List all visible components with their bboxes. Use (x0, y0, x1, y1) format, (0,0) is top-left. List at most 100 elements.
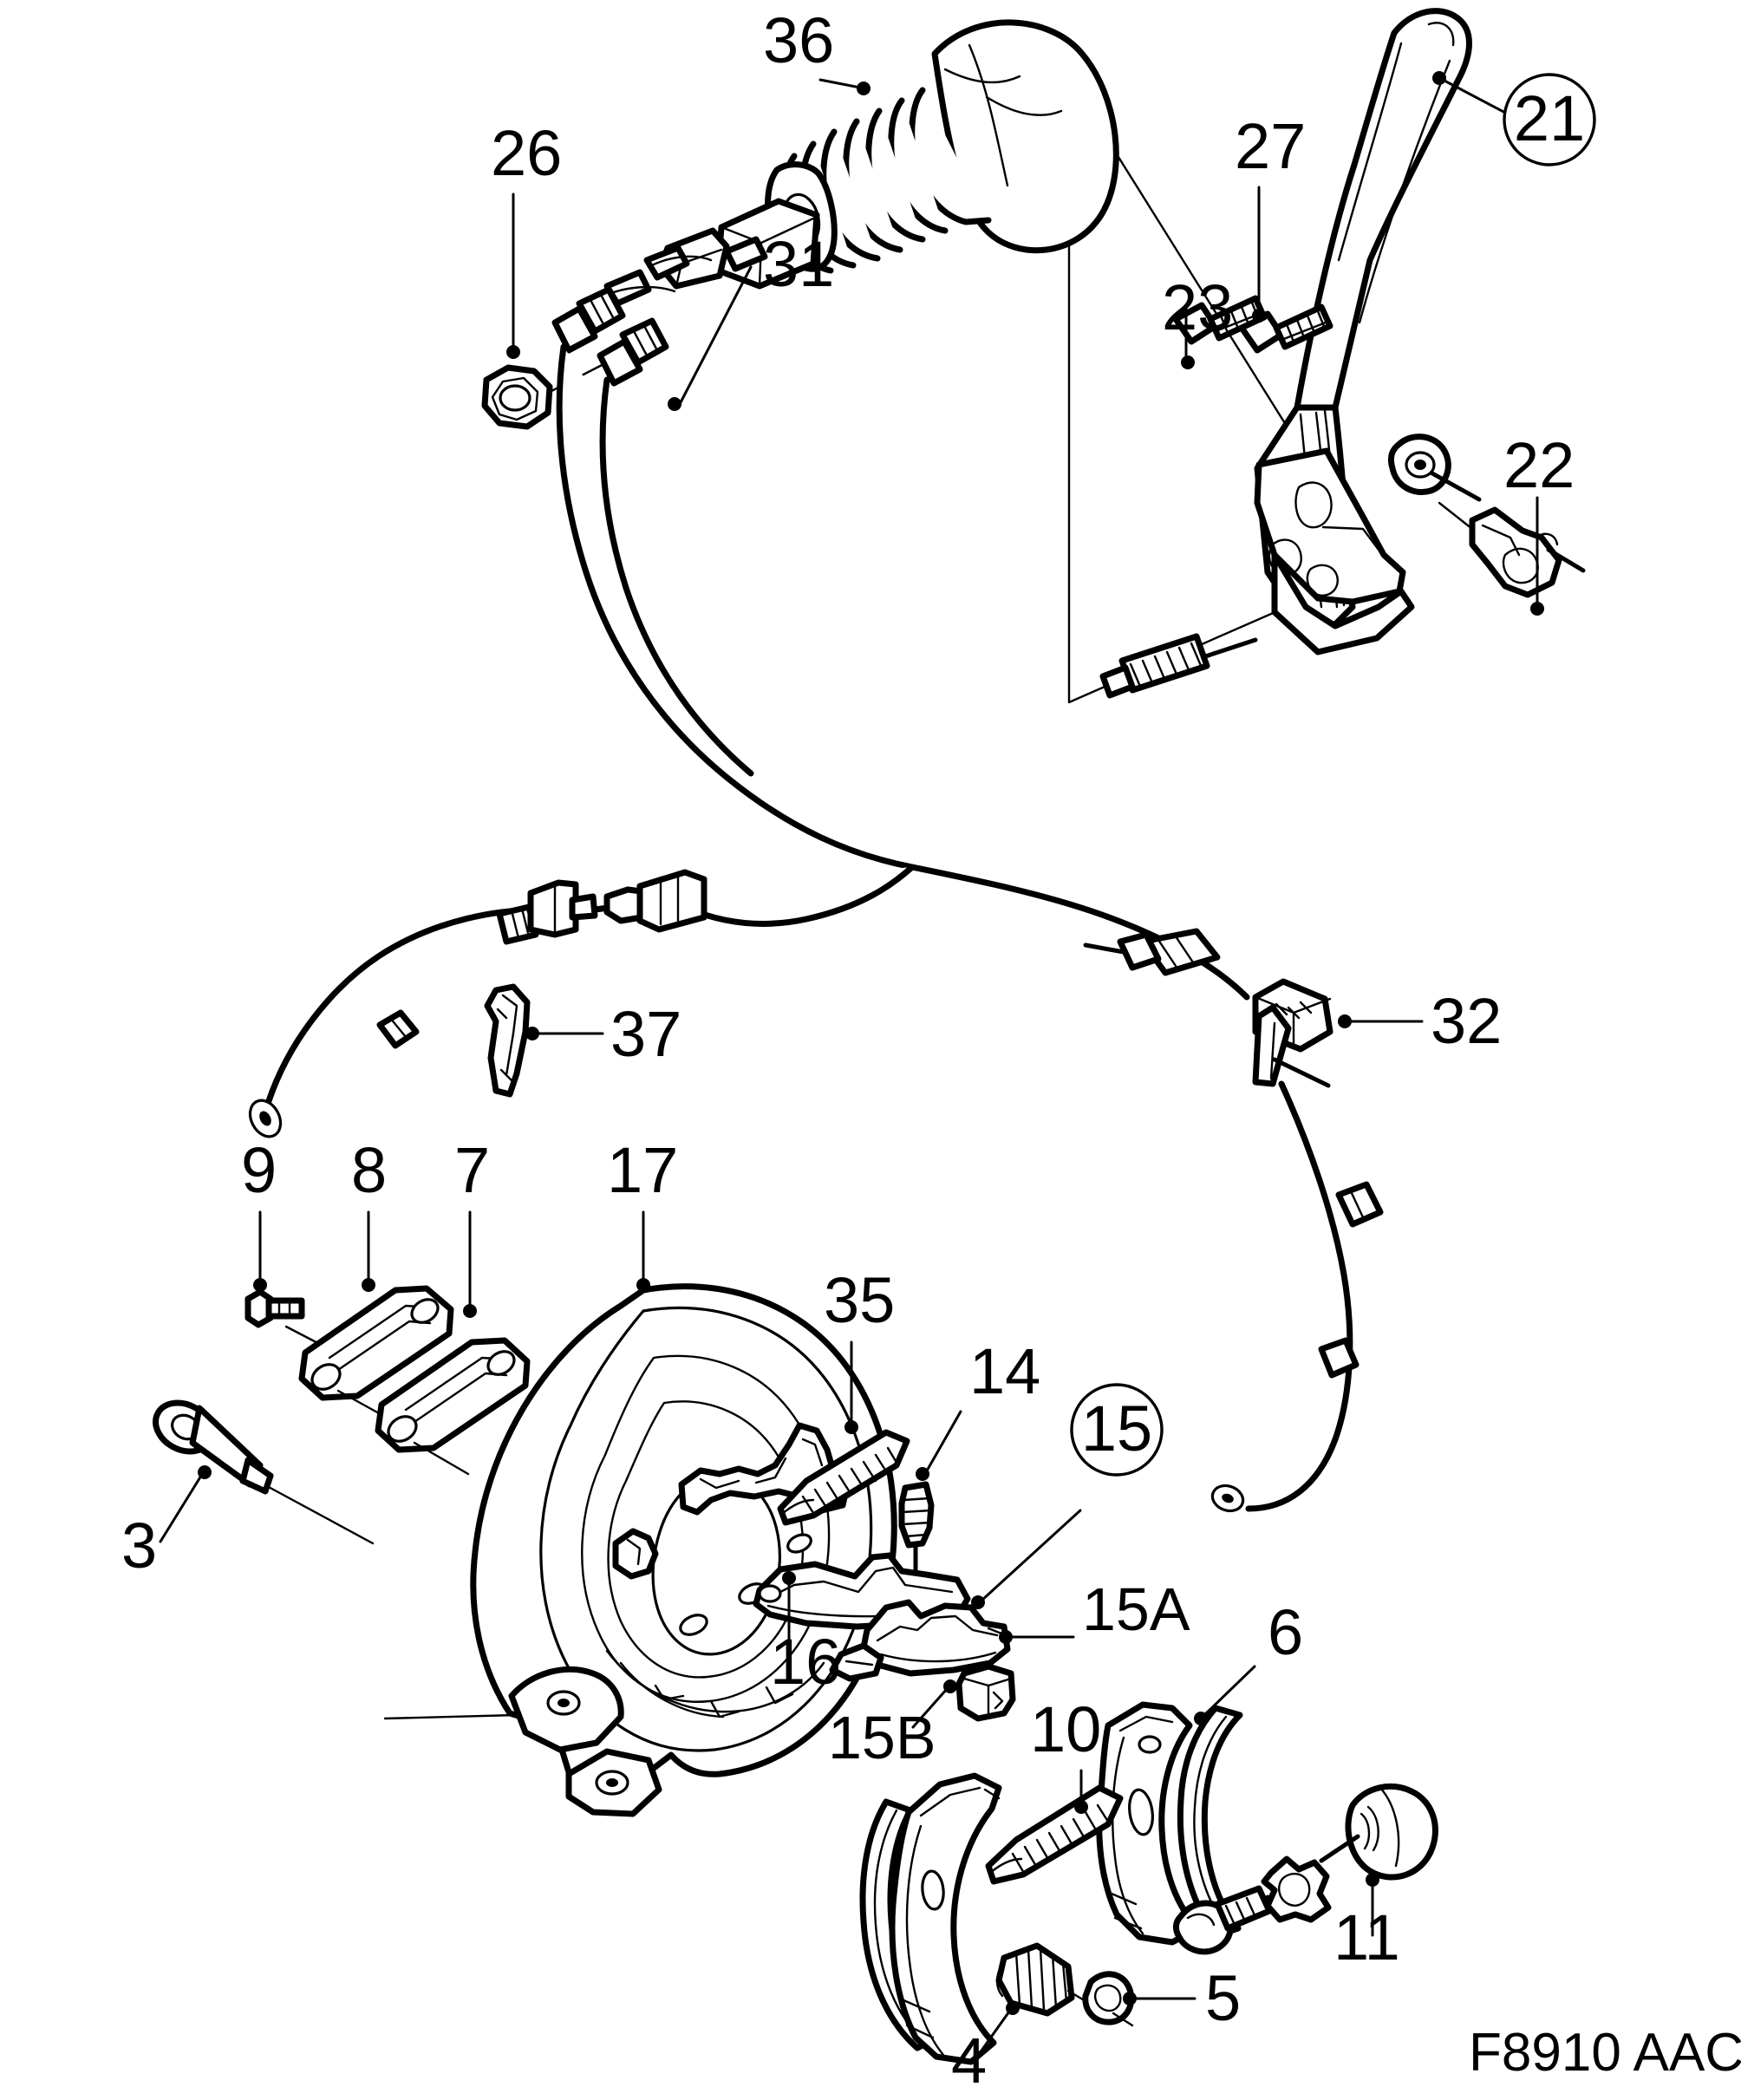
leader-line-3 (159, 1474, 203, 1543)
bolt-part-3 (153, 1399, 375, 1545)
callout-label-16: 16 (770, 1626, 841, 1698)
leader-dot-9 (253, 1278, 267, 1292)
callout-label-35: 35 (824, 1264, 895, 1336)
callout-label-4: 4 (951, 2025, 987, 2097)
callout-label-8: 8 (351, 1134, 387, 1206)
boot-part-36 (737, 19, 1119, 274)
leader-dot-23 (1181, 355, 1195, 369)
leader-dot-10 (1074, 1800, 1088, 1814)
callout-23: 23 (1162, 271, 1233, 369)
cable-equalizer-block (551, 198, 820, 387)
callout-circle-21 (1503, 73, 1596, 166)
callout-label-15B: 15B (828, 1704, 936, 1771)
callout-22: 22 (1503, 429, 1575, 616)
callout-35: 35 (824, 1264, 895, 1434)
callout-label-21: 21 (1514, 82, 1585, 154)
callout-37: 37 (525, 998, 681, 1070)
callout-21: 21 (1432, 71, 1596, 166)
clevis-part-22 (1438, 501, 1586, 598)
callout-label-7: 7 (454, 1134, 490, 1206)
leader-line-14 (924, 1410, 962, 1474)
callout-9: 9 (241, 1134, 277, 1292)
callout-31: 31 (668, 228, 834, 411)
spacer-part-15B (955, 1663, 1016, 1722)
leader-dot-3 (198, 1465, 212, 1479)
leader-dot-14 (916, 1467, 929, 1481)
callout-label-3: 3 (121, 1510, 157, 1582)
shim-plate-part-8 (298, 1285, 454, 1420)
leader-dot-26 (506, 345, 520, 359)
callout-label-9: 9 (241, 1134, 277, 1206)
leader-line-21 (1441, 78, 1509, 115)
cable-bracket-part-32 (1252, 978, 1333, 1088)
leader-line-6 (1203, 1665, 1256, 1717)
leader-dot-31 (668, 397, 681, 411)
callout-label-6: 6 (1268, 1596, 1303, 1668)
callout-32: 32 (1338, 985, 1502, 1057)
shim-plate-part-7 (375, 1337, 531, 1476)
leader-dot-7 (463, 1304, 477, 1318)
leader-dot-35 (844, 1420, 858, 1434)
callout-11: 11 (1333, 1873, 1400, 1973)
callout-label-17: 17 (607, 1134, 678, 1206)
holddown-part-11 (1172, 1783, 1438, 1955)
cable-part-31 (556, 343, 916, 871)
callout-15B: 15B (828, 1679, 957, 1771)
callout-label-23: 23 (1162, 271, 1233, 343)
clip-part-37 (484, 983, 531, 1098)
leader-dot-15 (971, 1595, 985, 1609)
callout-15A: 15A (999, 1575, 1190, 1644)
leader-dot-8 (362, 1278, 375, 1292)
leader-dot-6 (1194, 1712, 1208, 1725)
actuating-lever-part-15A (829, 1599, 1011, 1682)
callout-27: 27 (1235, 110, 1306, 323)
nut-part-26 (481, 361, 609, 430)
callout-14: 14 (916, 1335, 1040, 1481)
spring-part-4 (995, 1942, 1105, 2017)
callout-15: 15 (971, 1383, 1164, 1609)
leader-dot-22 (1530, 602, 1544, 616)
leader-dot-11 (1366, 1873, 1379, 1887)
brake-shoe-front (859, 1772, 1002, 2065)
rear-parking-brake-cable (909, 864, 1384, 1513)
callout-7: 7 (454, 1134, 490, 1318)
washer-part-5 (1082, 1971, 1135, 2027)
threaded-rod-thread (1118, 633, 1210, 694)
leader-dot-32 (1338, 1014, 1352, 1028)
callout-label-5: 5 (1205, 1962, 1241, 2034)
callout-label-31: 31 (763, 228, 834, 300)
drawing-number: F8910 AAC98 (1469, 2023, 1741, 2083)
leader-dot-16 (782, 1571, 796, 1585)
callout-label-37: 37 (610, 998, 681, 1070)
callout-5: 5 (1123, 1962, 1241, 2034)
leader-dot-15A (999, 1630, 1013, 1644)
leader-line-15 (980, 1509, 1082, 1602)
leader-line-36 (818, 78, 862, 89)
leader-dot-4 (1006, 2001, 1020, 2015)
leader-dot-37 (525, 1027, 539, 1040)
callout-17: 17 (607, 1134, 678, 1292)
leader-line-31 (678, 265, 753, 406)
callout-label-14: 14 (969, 1335, 1040, 1407)
callout-36: 36 (763, 4, 870, 95)
callout-label-27: 27 (1235, 110, 1306, 182)
leader-dot-21 (1432, 71, 1446, 85)
callout-16: 16 (770, 1571, 841, 1698)
callout-label-11: 11 (1333, 1901, 1400, 1973)
left-cable-branch (248, 864, 916, 1138)
leader-line-4 (975, 2010, 1011, 2058)
spring-part-35 (777, 1429, 910, 1526)
leader-dot-15B (943, 1679, 957, 1693)
callout-4: 4 (951, 2001, 1020, 2097)
callout-label-26: 26 (491, 117, 562, 189)
callout-label-22: 22 (1503, 429, 1575, 501)
leader-dot-27 (1252, 309, 1266, 323)
leader-dot-17 (636, 1278, 650, 1292)
callout-label-10: 10 (1030, 1693, 1101, 1765)
callout-circle-15 (1070, 1383, 1164, 1477)
callout-8: 8 (351, 1134, 387, 1292)
callout-label-15A: 15A (1082, 1575, 1190, 1643)
